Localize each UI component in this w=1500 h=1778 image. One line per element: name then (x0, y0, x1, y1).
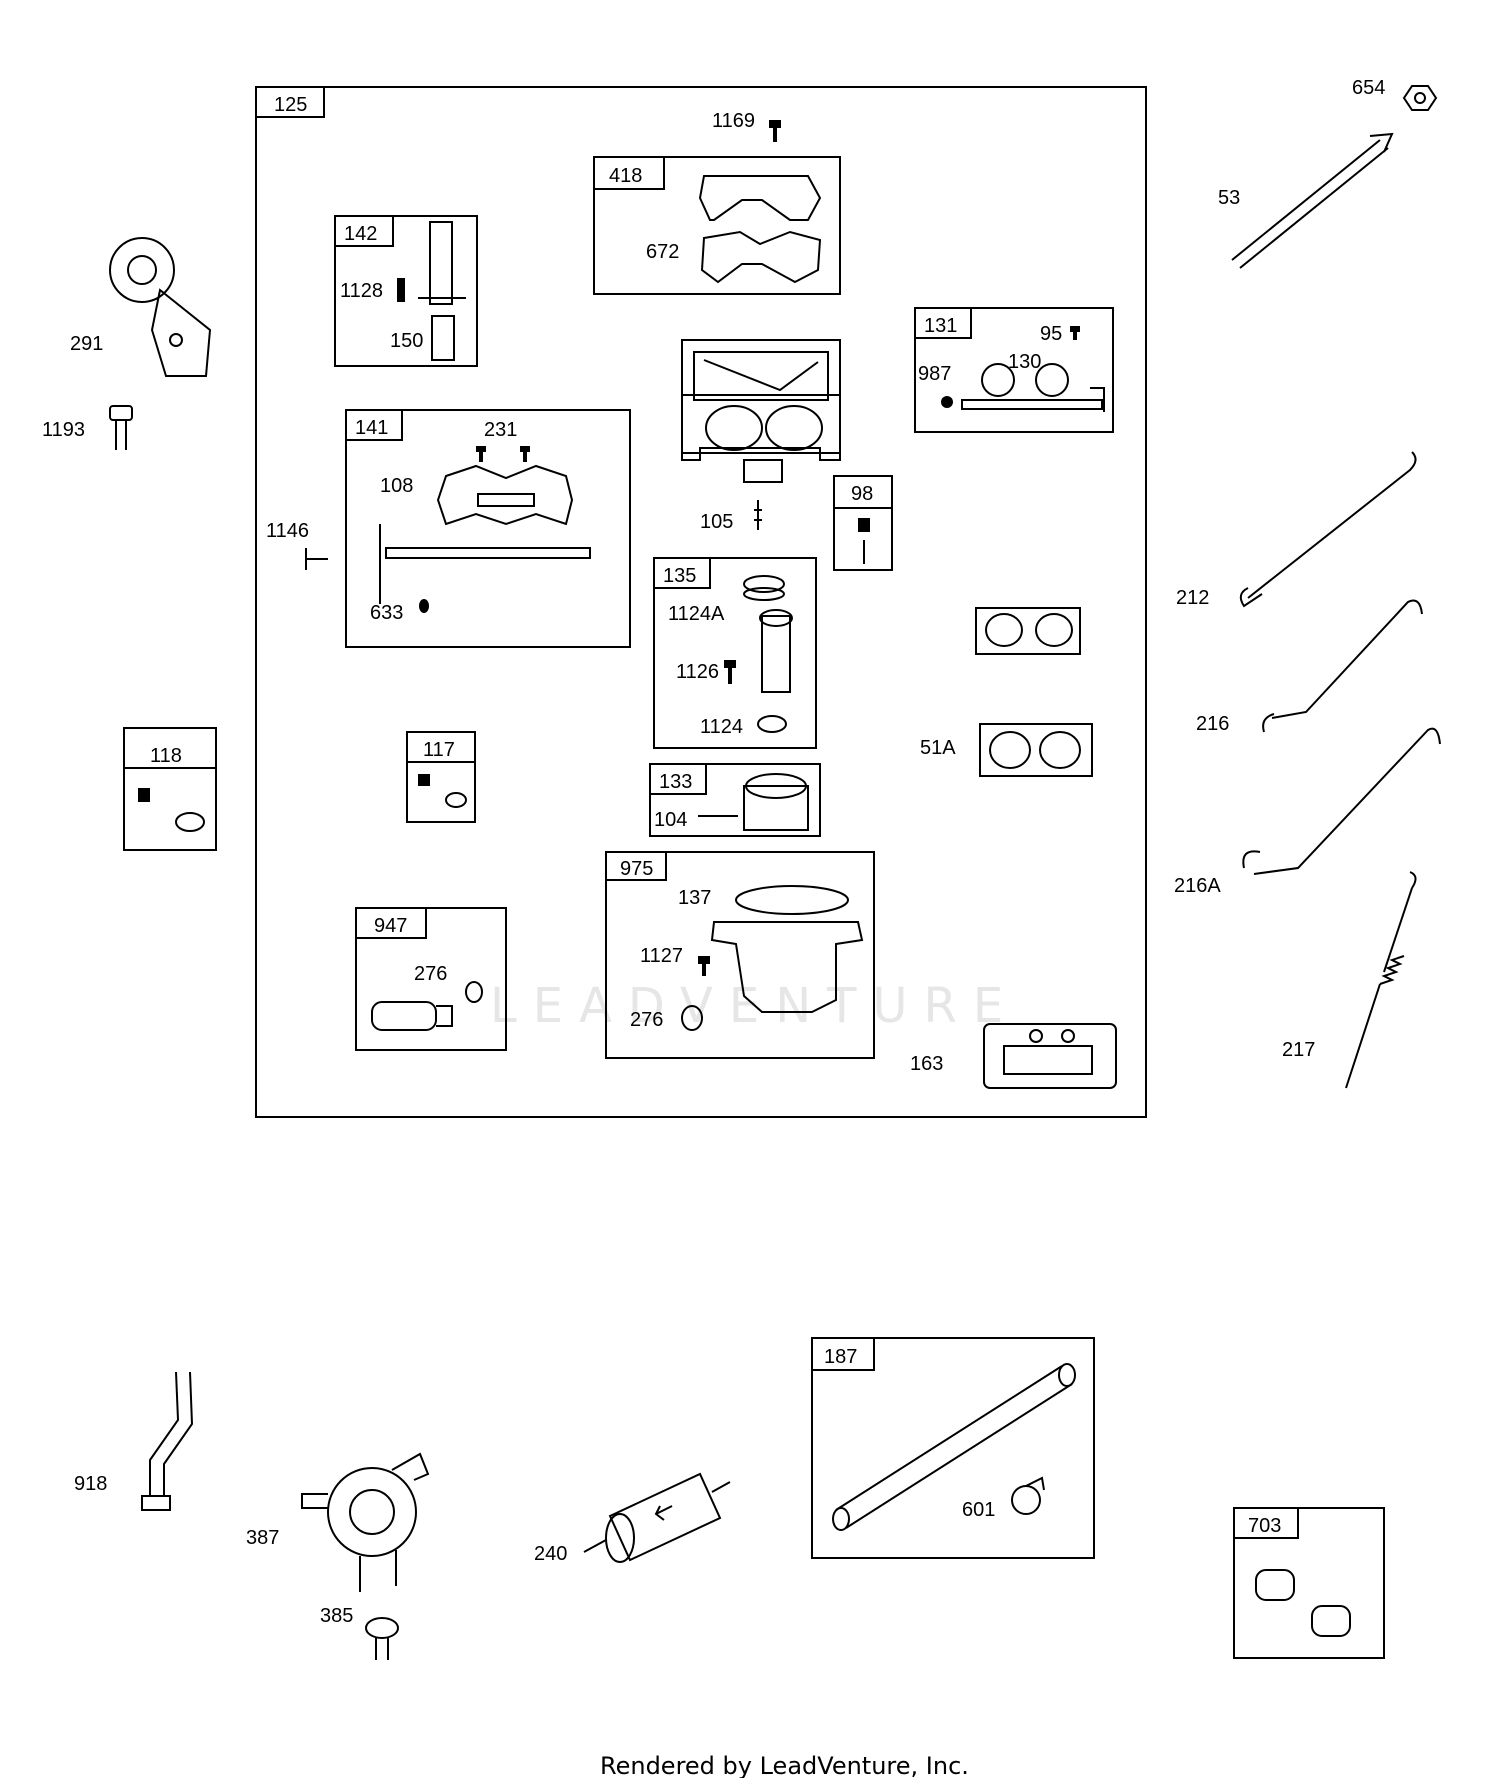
box-label-703: 703 (1248, 1515, 1281, 1537)
label-105: 105 (700, 511, 733, 533)
watermark: LEADVENTURE (490, 978, 1019, 1034)
footer-credit: Rendered by LeadVenture, Inc. (600, 1752, 969, 1778)
box-label-131: 131 (924, 315, 957, 337)
box-98: 98 (833, 475, 893, 571)
label-216: 216 (1196, 713, 1229, 735)
label-130: 130 (1008, 351, 1041, 373)
box-947: 947 (355, 907, 507, 1051)
box-975: 975 (605, 851, 875, 1059)
label-1128: 1128 (340, 280, 383, 302)
part-240-fuel-filter (583, 1472, 731, 1563)
label-1169: 1169 (712, 110, 755, 132)
box-label-133: 133 (659, 771, 692, 793)
label-150: 150 (390, 330, 423, 352)
box-label-98: 98 (851, 483, 873, 505)
box-131: 131 (914, 307, 1114, 433)
box-label-947: 947 (374, 915, 407, 937)
box-label-117: 117 (423, 739, 455, 761)
label-104: 104 (654, 809, 687, 831)
label-1124: 1124 (700, 716, 743, 738)
part-gasket-51A (979, 723, 1093, 777)
box-133: 133 (649, 763, 821, 837)
box-142: 142 (334, 215, 478, 367)
part-53-shaft (1231, 132, 1394, 269)
label-1127: 1127 (640, 945, 683, 967)
part-385-bolt (365, 1617, 399, 1660)
box-135: 135 (653, 557, 817, 749)
label-276-lower: 276 (630, 1009, 663, 1031)
box-418: 418 (593, 156, 841, 295)
box-125: 125 (255, 86, 1147, 1118)
box-118: 118 (123, 727, 217, 851)
box-label-975: 975 (620, 858, 653, 880)
label-276-upper: 276 (414, 963, 447, 985)
box-label-418: 418 (609, 165, 642, 187)
label-1126: 1126 (676, 661, 719, 683)
label-216A: 216A (1174, 875, 1221, 897)
box-label-135: 135 (663, 565, 696, 587)
box-label-125: 125 (274, 94, 307, 116)
label-212: 212 (1176, 587, 1209, 609)
label-217: 217 (1282, 1039, 1315, 1061)
part-291-bracket (109, 237, 212, 377)
box-label-141: 141 (355, 417, 388, 439)
box-703: 703 (1233, 1507, 1385, 1659)
label-240: 240 (534, 1543, 567, 1565)
box-label-118: 118 (150, 745, 182, 767)
part-1169-screw (769, 120, 781, 142)
label-385: 385 (320, 1605, 353, 1627)
part-gasket-163 (983, 1023, 1117, 1089)
label-1124A: 1124A (668, 603, 725, 625)
label-601: 601 (962, 1499, 995, 1521)
label-1146: 1146 (266, 520, 309, 542)
part-216-rod (1262, 599, 1423, 733)
part-918-hose (141, 1371, 194, 1511)
label-633: 633 (370, 602, 403, 624)
part-gasket-upper (975, 607, 1081, 655)
label-137: 137 (678, 887, 711, 909)
part-1146-screw (305, 548, 328, 570)
label-987: 987 (918, 363, 951, 385)
label-291: 291 (70, 333, 103, 355)
label-95: 95 (1040, 323, 1062, 345)
part-212-rod (1239, 451, 1417, 608)
part-654-nut (1402, 85, 1438, 111)
label-387: 387 (246, 1527, 279, 1549)
label-654: 654 (1352, 77, 1385, 99)
label-51A: 51A (920, 737, 956, 759)
label-53: 53 (1218, 187, 1240, 209)
label-918: 918 (74, 1473, 107, 1495)
box-117: 117 (406, 731, 476, 823)
label-163: 163 (910, 1053, 943, 1075)
label-108: 108 (380, 475, 413, 497)
label-231: 231 (484, 419, 517, 441)
label-672: 672 (646, 241, 679, 263)
part-1193-screw (109, 405, 133, 450)
part-387-fuel-pump (301, 1452, 430, 1592)
box-label-142: 142 (344, 223, 377, 245)
box-label-187: 187 (824, 1346, 857, 1368)
box-187: 187 (811, 1337, 1095, 1559)
part-105-needle (754, 500, 762, 530)
part-carburetor-body (681, 339, 841, 483)
box-141: 141 (345, 409, 631, 648)
label-1193: 1193 (42, 419, 85, 441)
part-216A-rod (1242, 727, 1441, 875)
part-217-spring (1345, 871, 1417, 1089)
